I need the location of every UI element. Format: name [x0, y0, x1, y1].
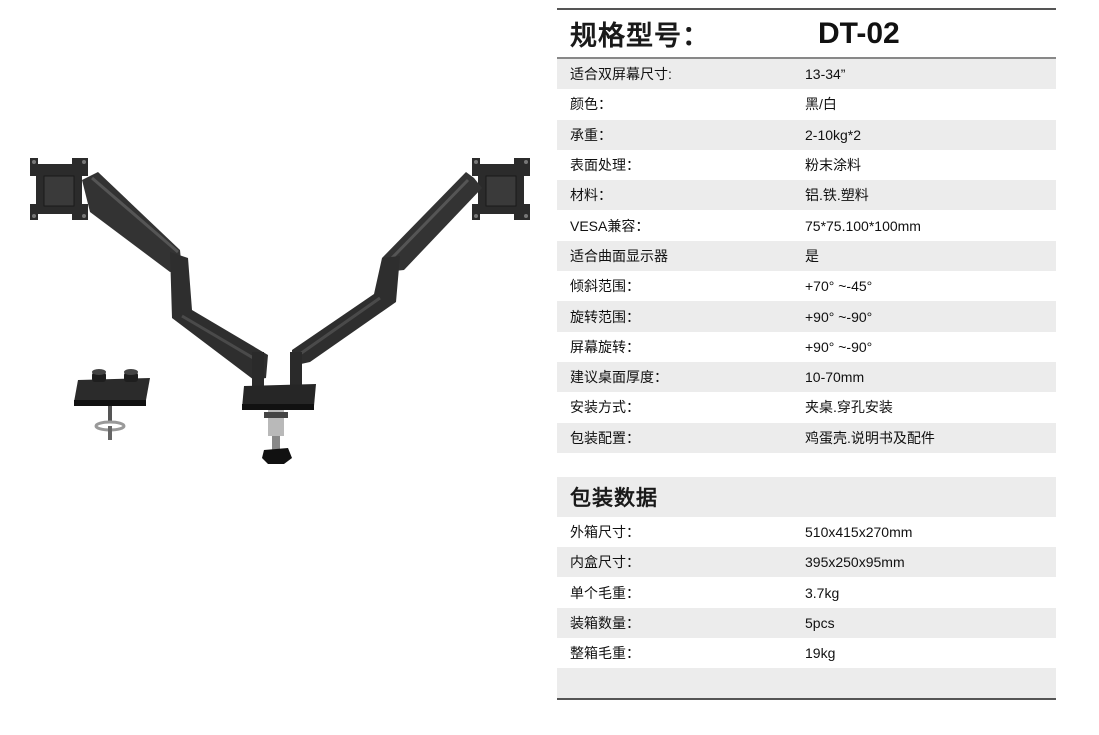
spec-row: 颜色： 黑/白: [557, 89, 1056, 119]
spec-row: 安装方式： 夹桌.穿孔安装: [557, 392, 1056, 422]
spec-row: 旋转范围： +90° ~-90°: [557, 301, 1056, 332]
spec-row: VESA兼容： 75*75.100*100mm: [557, 210, 1056, 240]
spec-row: 屏幕旋转： +90° ~-90°: [557, 332, 1056, 362]
spec-key: 承重：: [570, 126, 612, 143]
spec-title-label: 规格型号：: [570, 21, 710, 52]
packaging-row: 外箱尺寸： 510x415x270mm: [557, 517, 1056, 547]
spec-key: 颜色：: [570, 96, 612, 113]
spec-value: 铝.铁.塑料: [805, 187, 869, 204]
spec-key: 屏幕旋转：: [570, 338, 640, 355]
product-image: [30, 158, 530, 464]
packaging-empty-row: [557, 668, 1056, 699]
spec-key: 材料：: [570, 187, 612, 204]
spec-row: 包装配置： 鸡蛋壳.说明书及配件: [557, 422, 1056, 453]
right-arm-lower: [292, 256, 400, 366]
section-spacer: [557, 452, 1056, 477]
packaging-key: 内盒尺寸：: [570, 554, 640, 571]
spec-value: 是: [805, 247, 819, 264]
spec-value: 黑/白: [805, 96, 837, 113]
packaging-key: 外箱尺寸：: [570, 524, 640, 540]
spec-value: 2-10kg*2: [805, 126, 862, 143]
packaging-value: 395x250x95mm: [805, 554, 905, 571]
spec-value: 75*75.100*100mm: [805, 217, 921, 234]
spec-value: +90° ~-90°: [805, 338, 873, 355]
packaging-value: 510x415x270mm: [805, 524, 913, 540]
spec-key: 安装方式：: [570, 399, 640, 416]
spec-key: VESA兼容：: [570, 217, 650, 234]
packaging-title: 包装数据: [570, 484, 658, 510]
top-rule: [557, 8, 1056, 10]
spec-row: 适合双屏幕尺寸: 13-34”: [557, 59, 1056, 90]
spec-key: 适合双屏幕尺寸:: [570, 66, 672, 83]
spec-key: 建议桌面厚度：: [570, 369, 668, 386]
packaging-row: 装箱数量： 5pcs: [557, 607, 1056, 639]
spec-row: 材料： 铝.铁.塑料: [557, 180, 1056, 211]
spec-row: 承重： 2-10kg*2: [557, 119, 1056, 150]
packaging-row: 内盒尺寸： 395x250x95mm: [557, 547, 1056, 578]
packaging-row: 整箱毛重： 19kg: [557, 638, 1056, 668]
packaging-key: 整箱毛重：: [570, 645, 640, 662]
packaging-value: 5pcs: [805, 614, 835, 631]
spec-row: 倾斜范围： +70° ~-45°: [557, 271, 1056, 301]
spec-value: 粉末涂料: [805, 157, 861, 174]
packaging-key: 单个毛重：: [570, 584, 640, 601]
spec-key: 倾斜范围：: [570, 278, 640, 295]
spec-value: 10-70mm: [805, 369, 865, 386]
packaging-title-row: 包装数据: [557, 476, 1056, 517]
bottom-rule: [557, 698, 1056, 701]
packaging-value: 3.7kg: [805, 584, 840, 601]
spec-key: 适合曲面显示器: [570, 247, 668, 264]
spec-key: 旋转范围：: [570, 308, 640, 325]
spec-value: 13-34”: [805, 66, 846, 83]
spec-row: 适合曲面显示器 是: [557, 240, 1056, 272]
left-arm-upper: [82, 172, 182, 272]
spec-title-row: 规格型号： DT-02: [557, 10, 1056, 59]
spec-value: +70° ~-45°: [805, 278, 873, 295]
model-number: DT-02: [818, 16, 900, 50]
spec-value: 鸡蛋壳.说明书及配件: [805, 429, 935, 446]
spec-key: 包装配置：: [570, 429, 640, 446]
spec-row: 表面处理： 粉末涂料: [557, 150, 1056, 180]
packaging-value: 19kg: [805, 645, 836, 662]
right-vesa-plate: [472, 158, 530, 220]
desk-clamp-base: [242, 352, 316, 464]
spec-value: +90° ~-90°: [805, 308, 873, 325]
grommet-mount: [74, 369, 150, 440]
right-arm-upper: [382, 172, 482, 272]
packaging-row: 单个毛重： 3.7kg: [557, 577, 1056, 607]
left-arm-lower: [170, 252, 268, 380]
spec-key: 表面处理：: [570, 157, 640, 174]
spec-panel: 规格型号： DT-02 适合双屏幕尺寸: 13-34” 颜色： 黑/白 承重： 2-1…: [557, 8, 1056, 701]
left-vesa-plate: [30, 158, 88, 220]
spec-row: 建议桌面厚度： 10-70mm: [557, 361, 1056, 393]
spec-value: 夹桌.穿孔安装: [805, 399, 893, 416]
packaging-key: 装箱数量：: [570, 614, 640, 631]
